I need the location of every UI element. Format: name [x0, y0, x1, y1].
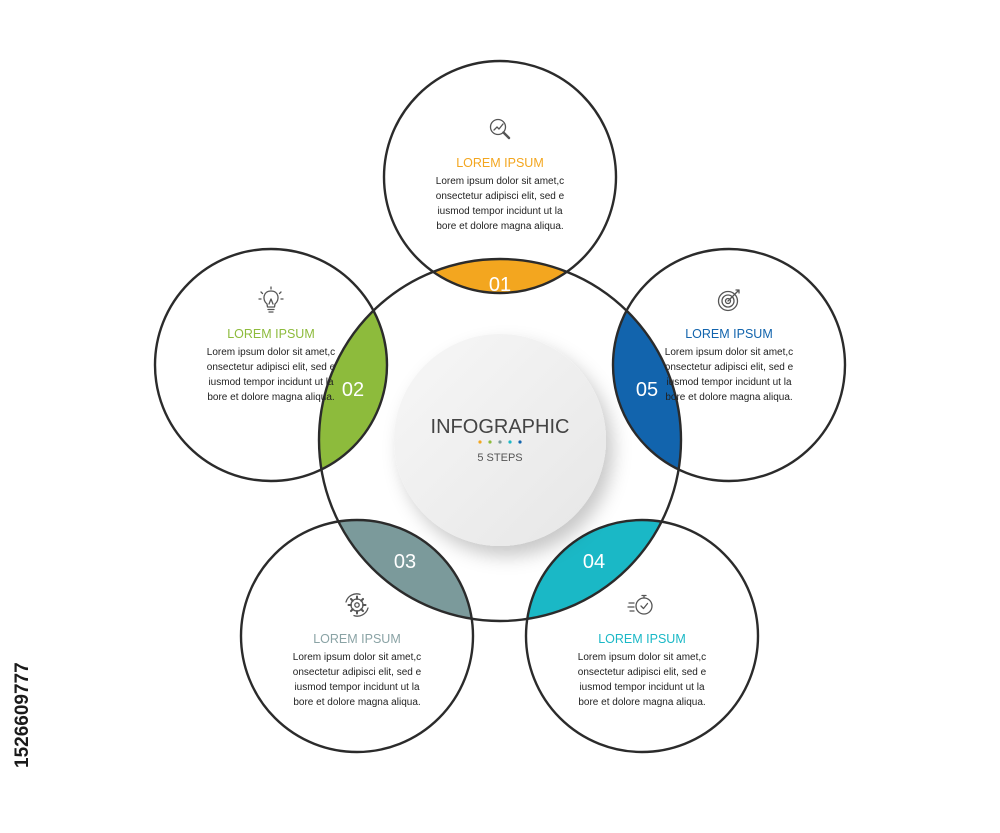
step-01-circle — [382, 59, 618, 295]
step-number: 05 — [636, 379, 658, 401]
step-description-line: iusmod tempor incidunt ut la — [579, 682, 705, 693]
step-title: LOREM IPSUM — [313, 632, 401, 646]
stock-id-label: 1526609777 — [8, 588, 40, 768]
step-description-line: iusmod tempor incidunt ut la — [437, 206, 563, 217]
stopwatch-icon — [627, 594, 653, 615]
content-layer: LOREM IPSUM Lorem ipsum dolor sit amet,c o… — [207, 118, 794, 708]
center-dot — [518, 440, 522, 444]
step-05-circle — [611, 247, 847, 483]
step-description-line: onsectetur adipisci elit, sed e — [578, 667, 707, 678]
step-04-circle — [524, 518, 760, 754]
center-dot — [498, 440, 502, 444]
step-description-line: Lorem ipsum dolor sit amet,c — [293, 652, 421, 663]
center-dot — [508, 440, 512, 444]
step-description-line: Lorem ipsum dolor sit amet,c — [665, 347, 793, 358]
step-title: LOREM IPSUM — [456, 156, 544, 170]
step-title: LOREM IPSUM — [598, 632, 686, 646]
step-03: LOREM IPSUM Lorem ipsum dolor sit amet,c o… — [293, 593, 422, 708]
step-05-lens — [612, 310, 681, 470]
step-01: LOREM IPSUM Lorem ipsum dolor sit amet,c o… — [436, 118, 565, 232]
step-05: LOREM IPSUM Lorem ipsum dolor sit amet,c o… — [665, 289, 794, 403]
center-disc — [394, 334, 606, 546]
chart-magnifier-icon — [489, 118, 511, 140]
step-02-circle — [153, 247, 389, 483]
step-03-lens — [338, 519, 472, 619]
step-description-line: Lorem ipsum dolor sit amet,c — [207, 347, 335, 358]
step-description-line: onsectetur adipisci elit, sed e — [293, 667, 422, 678]
step-description-line: bore et dolore magna aliqua. — [578, 697, 705, 708]
stock-id-text: 1526609777 — [12, 662, 33, 768]
step-description-line: bore et dolore magna aliqua. — [293, 697, 420, 708]
target-icon — [717, 289, 740, 312]
step-number: 01 — [489, 274, 511, 296]
step-description-line: bore et dolore magna aliqua. — [665, 392, 792, 403]
step-01-lens — [433, 259, 567, 293]
step-description-line: onsectetur adipisci elit, sed e — [665, 362, 794, 373]
step-04-lens — [527, 520, 662, 619]
ring-layer — [153, 59, 847, 754]
step-number: 03 — [394, 551, 416, 573]
step-title: LOREM IPSUM — [227, 327, 315, 341]
step-description-line: onsectetur adipisci elit, sed e — [207, 362, 336, 373]
center-title: INFOGRAPHIC — [431, 416, 570, 438]
lightbulb-icon — [258, 286, 284, 313]
center-badge: INFOGRAPHIC 5 STEPS — [394, 334, 606, 546]
step-description-line: bore et dolore magna aliqua. — [207, 392, 334, 403]
lens-layer — [319, 259, 681, 619]
step-number: 04 — [583, 551, 605, 573]
step-02: LOREM IPSUM Lorem ipsum dolor sit amet,c o… — [207, 286, 336, 403]
step-03-circle — [239, 518, 475, 754]
central-ring — [317, 257, 683, 623]
step-number: 02 — [342, 379, 364, 401]
center-dot — [488, 440, 492, 444]
step-02-lens — [319, 310, 388, 470]
step-description-line: iusmod tempor incidunt ut la — [666, 377, 792, 388]
center-subtitle: 5 STEPS — [477, 452, 522, 464]
step-description-line: Lorem ipsum dolor sit amet,c — [578, 652, 706, 663]
step-description-line: iusmod tempor incidunt ut la — [294, 682, 420, 693]
step-description-line: onsectetur adipisci elit, sed e — [436, 191, 565, 202]
step-description-line: iusmod tempor incidunt ut la — [208, 377, 334, 388]
step-description-line: Lorem ipsum dolor sit amet,c — [436, 176, 564, 187]
step-title: LOREM IPSUM — [685, 327, 773, 341]
step-04: LOREM IPSUM Lorem ipsum dolor sit amet,c o… — [578, 594, 707, 708]
step-description-line: bore et dolore magna aliqua. — [436, 221, 563, 232]
gear-cycle-icon — [345, 593, 369, 617]
center-dot — [478, 440, 482, 444]
